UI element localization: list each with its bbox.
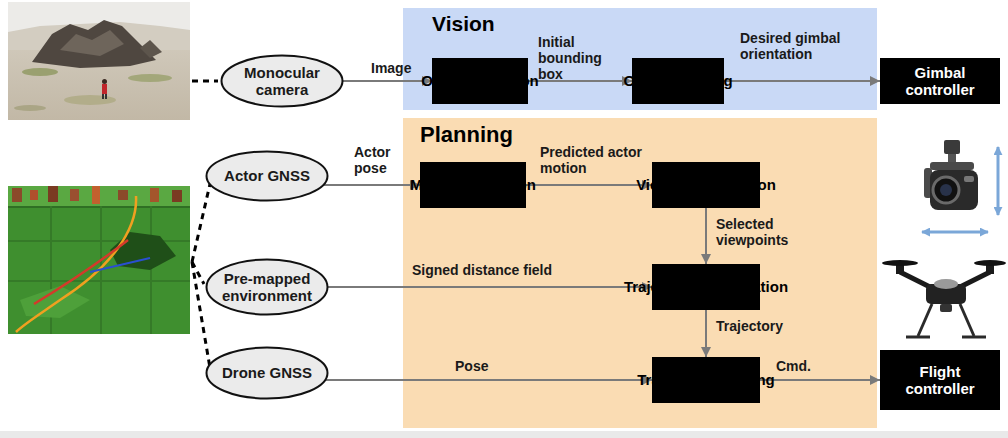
arrow-connector <box>526 184 652 186</box>
edge-label: Actor pose <box>354 144 404 176</box>
edge-label: Selected viewpoints <box>716 216 816 248</box>
sensor-ellipse: Drone GNSS <box>205 346 329 400</box>
edge-label: Predicted actor motion <box>540 144 644 176</box>
process-box: Trajectory Tracking <box>652 357 760 403</box>
edge-label: Initial bounding box <box>538 34 630 82</box>
edge-label: Signed distance field <box>412 262 612 278</box>
sensor-leads <box>192 81 218 368</box>
edge-label: Image <box>371 60 427 76</box>
gimbal-camera <box>922 140 998 232</box>
process-box: Motion prediction <box>420 162 526 208</box>
arrow-connector <box>325 379 652 381</box>
node-label: Actor GNSS <box>224 167 310 184</box>
arrow-connector <box>343 80 433 82</box>
node-label: Gimbal controller <box>886 64 994 99</box>
node-label: Trajectory Tracking <box>637 371 775 388</box>
node-label: Monocular camera <box>236 64 328 99</box>
sensor-ellipse: Pre-mapped environment <box>205 258 329 316</box>
edge-label: Pose <box>455 358 515 374</box>
controller-box: Gimbal controller <box>880 58 1000 104</box>
node-label: Pre-mapped environment <box>221 270 313 305</box>
node-label: Object detection <box>421 72 539 89</box>
arrow-connector <box>724 80 880 82</box>
arrow-connector <box>328 286 653 288</box>
sensor-ellipse: Actor GNSS <box>205 150 329 202</box>
environment-map <box>8 186 190 334</box>
edge-label: Desired gimbal orientation <box>740 30 876 62</box>
band-heading: Planning <box>420 122 513 148</box>
node-label: Viewpoint selection <box>636 176 776 193</box>
process-box: Object tracking <box>632 58 724 104</box>
node-label: Flight controller <box>886 363 994 398</box>
arrow-connector <box>705 310 707 357</box>
arrow-connector <box>323 184 420 186</box>
node-label: Trajectory optimization <box>624 278 788 295</box>
process-box: Trajectory optimization <box>652 264 760 310</box>
node-label: Drone GNSS <box>222 364 312 381</box>
sensor-ellipse: Monocular camera <box>220 54 344 108</box>
footer-strip <box>0 431 1008 438</box>
drone <box>882 260 1006 337</box>
arrow-connector <box>705 208 707 264</box>
node-label: Object tracking <box>623 72 732 89</box>
controller-box: Flight controller <box>880 350 1000 410</box>
edge-label: Trajectory <box>716 318 816 334</box>
node-label: Motion prediction <box>410 176 536 193</box>
terrain-photo <box>8 2 190 120</box>
band-heading: Vision <box>432 12 495 36</box>
arrow-connector <box>760 379 880 381</box>
process-box: Object detection <box>432 58 528 104</box>
edge-label: Cmd. <box>776 358 836 374</box>
process-box: Viewpoint selection <box>652 162 760 208</box>
